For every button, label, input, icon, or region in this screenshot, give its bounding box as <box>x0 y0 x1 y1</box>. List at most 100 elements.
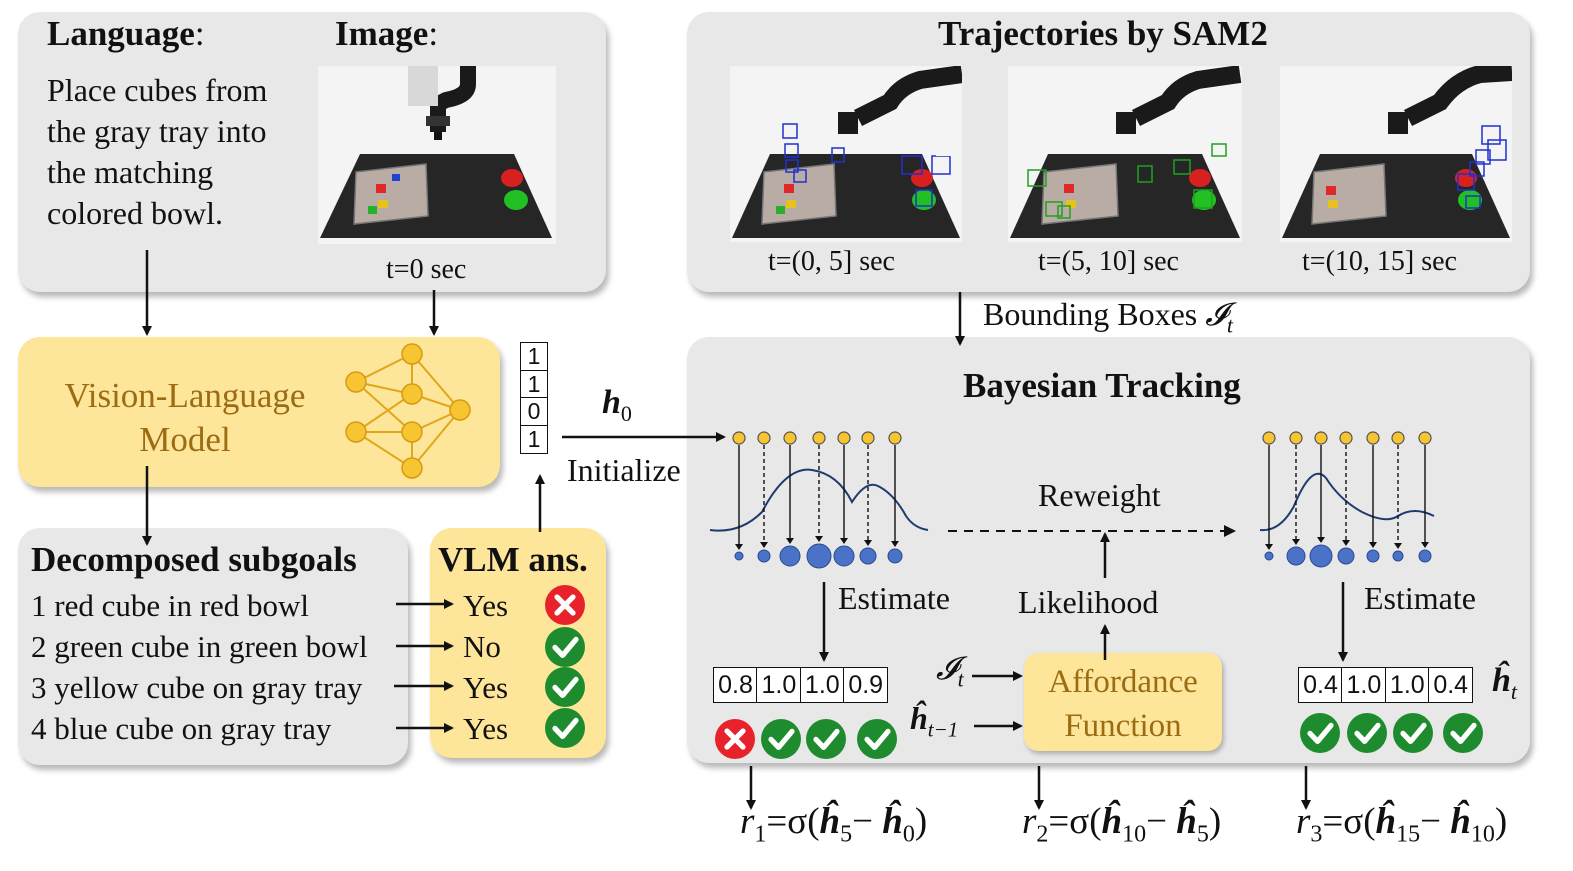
image-label: Image <box>335 14 429 53</box>
language-label: Language <box>47 14 195 53</box>
subgoals-list: 1 red cube in red bowl 2 green cube in g… <box>31 585 368 749</box>
particle-prior <box>812 431 826 445</box>
particle-weighted <box>859 547 877 565</box>
particle-weighted <box>1366 549 1380 563</box>
final-value: 1.0 <box>1341 667 1387 703</box>
estimate-value: 0.9 <box>843 667 889 703</box>
distribution-curve <box>1259 472 1435 532</box>
reward-minus: − <box>1146 801 1177 842</box>
particle-weighted <box>1309 544 1333 568</box>
vlm-answer: Yes <box>463 711 509 746</box>
particle-weighted <box>1418 549 1432 563</box>
image-heading: Image: <box>335 14 438 54</box>
estimate-value: 0.8 <box>713 667 758 703</box>
reward-minus: − <box>1420 801 1451 842</box>
estimate-label-right: Estimate <box>1364 580 1476 616</box>
cross-circle-icon <box>715 719 755 759</box>
vlm-answer: No <box>463 629 501 664</box>
particle-weighted <box>1286 546 1306 566</box>
particle-weighted <box>1337 547 1355 565</box>
reward-r: r <box>1296 801 1311 842</box>
check-marks <box>545 585 1483 759</box>
particles-left <box>709 431 929 569</box>
input-h-symbol: ĥ <box>910 700 928 736</box>
h0-value: 1 <box>520 424 548 454</box>
particle-weighted <box>779 545 801 567</box>
final-estimate-vector: 0.4 1.0 1.0 0.4 <box>1298 667 1474 703</box>
reward-r-sub: 1 <box>754 821 767 848</box>
reward-close: ) <box>1494 801 1508 842</box>
bounding-boxes-text: Bounding Boxes <box>983 296 1198 332</box>
reward-a: ĥ <box>1375 801 1397 842</box>
trajectory-scene-1 <box>732 66 962 238</box>
particle-weighted <box>1264 551 1274 561</box>
bounding-boxes-sub: t <box>1226 312 1233 338</box>
check-circle-icon <box>761 719 801 759</box>
vlm-answers-title: VLM ans. <box>438 540 588 579</box>
reward-equation-1: r1=σ(ĥ5− ĥ0) <box>740 800 927 848</box>
trajectories-title: Trajectories by SAM2 <box>938 14 1268 53</box>
language-heading: Language: <box>47 14 205 54</box>
input-h-sub: t−1 <box>927 717 959 742</box>
affordance-input-h: ĥt−1 <box>910 700 958 742</box>
reward-equation-3: r3=σ(ĥ15− ĥ10) <box>1296 800 1507 848</box>
trajectory-frame-2 <box>1008 66 1242 242</box>
scene-image-t0 <box>318 66 556 244</box>
reward-eq: =σ( <box>766 801 820 842</box>
affordance-line1: Affordance <box>1048 664 1198 700</box>
affordance-line2: Function <box>1064 708 1182 744</box>
particle-weighted <box>887 548 903 564</box>
final-value: 1.0 <box>1384 667 1430 703</box>
h0-value: 0 <box>520 397 548 427</box>
vlm-answers-list: Yes No Yes Yes <box>463 585 508 749</box>
affordance-function-label: Affordance Function <box>1024 660 1222 748</box>
time-label-frame-1: t=(0, 5] sec <box>768 246 895 277</box>
h0-value: 1 <box>520 369 548 399</box>
bayesian-title: Bayesian Tracking <box>963 366 1241 405</box>
check-circle-icon <box>806 719 846 759</box>
final-value: 0.4 <box>1298 667 1343 703</box>
reward-r-sub: 3 <box>1310 821 1323 848</box>
bounding-boxes-label: Bounding Boxes 𝓘t <box>983 296 1233 338</box>
vlm-answer: Yes <box>463 670 509 705</box>
reward-r: r <box>1022 801 1037 842</box>
particle-prior <box>1339 431 1353 445</box>
reward-minus: − <box>852 801 883 842</box>
ht-sub: t <box>1510 678 1518 704</box>
particle-weighted <box>757 549 771 563</box>
final-value: 0.4 <box>1428 667 1474 703</box>
vlm-title-line2: Model <box>139 420 231 459</box>
particle-prior <box>1391 431 1405 445</box>
particle-prior <box>757 431 771 445</box>
estimate-vector: 0.8 1.0 1.0 0.9 <box>713 667 889 703</box>
particle-weighted <box>1392 550 1404 562</box>
reward-b-sub: 10 <box>1470 821 1495 848</box>
check-circle-icon <box>1347 713 1387 753</box>
h0-label: h0 <box>602 384 632 427</box>
affordance-input-i: 𝓘t <box>936 650 964 692</box>
h0-value: 1 <box>520 342 548 372</box>
likelihood-label: Likelihood <box>1018 584 1159 620</box>
subgoal-item: 1 red cube in red bowl <box>31 588 310 623</box>
particle-prior <box>837 431 851 445</box>
affordance-function-box <box>1024 653 1222 751</box>
reward-eq: =σ( <box>1322 801 1376 842</box>
reward-close: ) <box>914 801 928 842</box>
h0-symbol: h <box>602 384 621 421</box>
vlm-answer: Yes <box>463 588 509 623</box>
particle-weighted <box>734 551 744 561</box>
particle-prior <box>783 431 797 445</box>
reward-a: ĥ <box>1101 801 1123 842</box>
distribution-curve <box>709 468 929 532</box>
h0-sub: 0 <box>620 400 632 426</box>
particle-weighted <box>806 543 832 569</box>
particle-prior <box>1366 431 1380 445</box>
vlm-title-line1: Vision-Language <box>64 376 306 415</box>
time-label-frame-2: t=(5, 10] sec <box>1038 246 1179 277</box>
particles-right <box>1259 431 1435 568</box>
check-circle-icon <box>545 667 585 707</box>
check-circle-icon <box>545 708 585 748</box>
neural-network-icon <box>345 343 471 479</box>
particle-prior <box>1314 431 1328 445</box>
reward-b: ĥ <box>1450 801 1471 842</box>
